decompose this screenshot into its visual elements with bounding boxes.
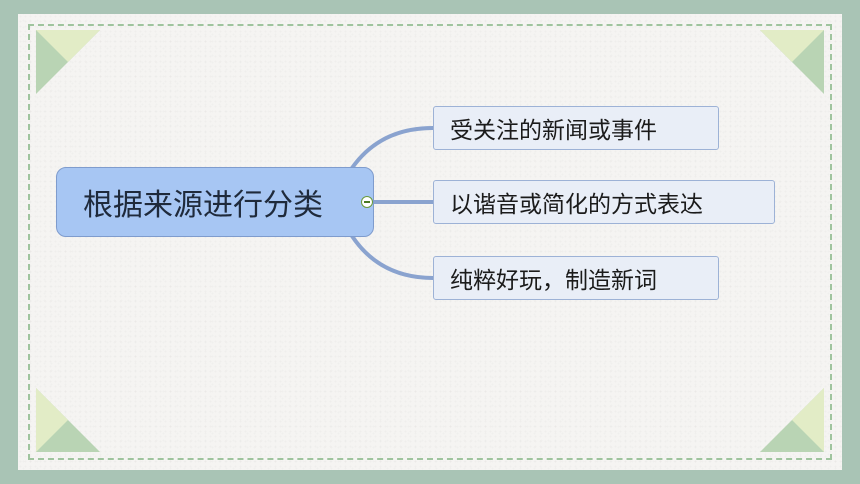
connector-to-child-1 — [350, 126, 435, 170]
dashed-frame — [28, 24, 832, 460]
child-topic-3[interactable]: 纯粹好玩，制造新词 — [433, 256, 719, 300]
root-topic-label: 根据来源进行分类 — [83, 188, 323, 223]
corner-triangle-top-right — [760, 30, 824, 94]
child-topic-label: 以谐音或简化的方式表达 — [450, 192, 703, 218]
child-topic-1[interactable]: 受关注的新闻或事件 — [433, 106, 719, 150]
paper-background — [18, 14, 842, 470]
root-topic[interactable]: 根据来源进行分类 — [56, 167, 374, 237]
corner-triangle-top-left — [36, 30, 100, 94]
child-topic-label: 受关注的新闻或事件 — [450, 118, 657, 144]
child-topic-2[interactable]: 以谐音或简化的方式表达 — [433, 180, 775, 224]
child-topic-label: 纯粹好玩，制造新词 — [450, 268, 657, 294]
corner-triangle-bottom-right — [760, 388, 824, 452]
connector-to-child-3 — [350, 234, 435, 280]
corner-triangle-bottom-left — [36, 388, 100, 452]
collapse-toggle-icon[interactable] — [361, 196, 373, 208]
